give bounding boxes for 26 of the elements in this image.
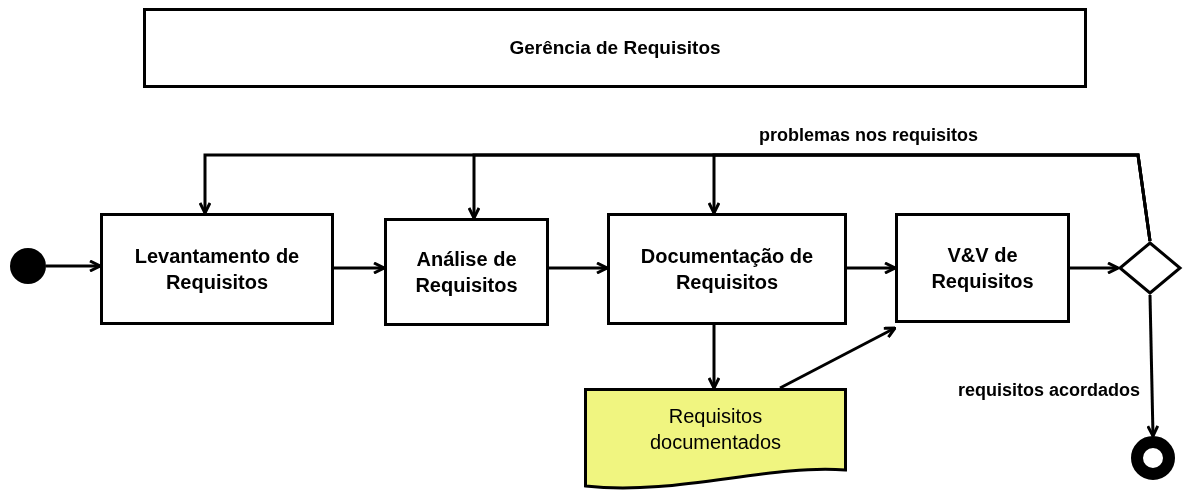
arrow <box>46 259 102 273</box>
edge-label: problemas nos requisitos <box>759 125 979 146</box>
process-box <box>895 213 1070 323</box>
node-label: Requisitos documentados <box>648 404 783 455</box>
node-label: Levantamento de Requisitos <box>133 244 301 295</box>
edge-label: requisitos acordados <box>957 380 1140 401</box>
process-box <box>607 213 847 325</box>
arrow <box>779 326 897 390</box>
arrow <box>847 261 897 275</box>
start-node <box>10 248 46 284</box>
document-shape <box>584 388 847 492</box>
process-box <box>384 218 549 326</box>
node-label: Análise de Requisitos <box>414 247 519 298</box>
node-label: V&V de Requisitos <box>930 243 1035 294</box>
arrow <box>1070 261 1120 275</box>
arrow <box>549 261 609 275</box>
arrow <box>707 153 1152 242</box>
end-node <box>1131 436 1175 480</box>
arrow <box>1146 294 1160 438</box>
title-box <box>143 8 1087 88</box>
arrow <box>707 325 721 390</box>
node-label: Gerência de Requisitos <box>509 35 721 60</box>
arrow <box>334 261 386 275</box>
decision-diamond <box>1118 241 1182 295</box>
node-label: Documentação de Requisitos <box>639 244 815 295</box>
process-box <box>100 213 334 325</box>
